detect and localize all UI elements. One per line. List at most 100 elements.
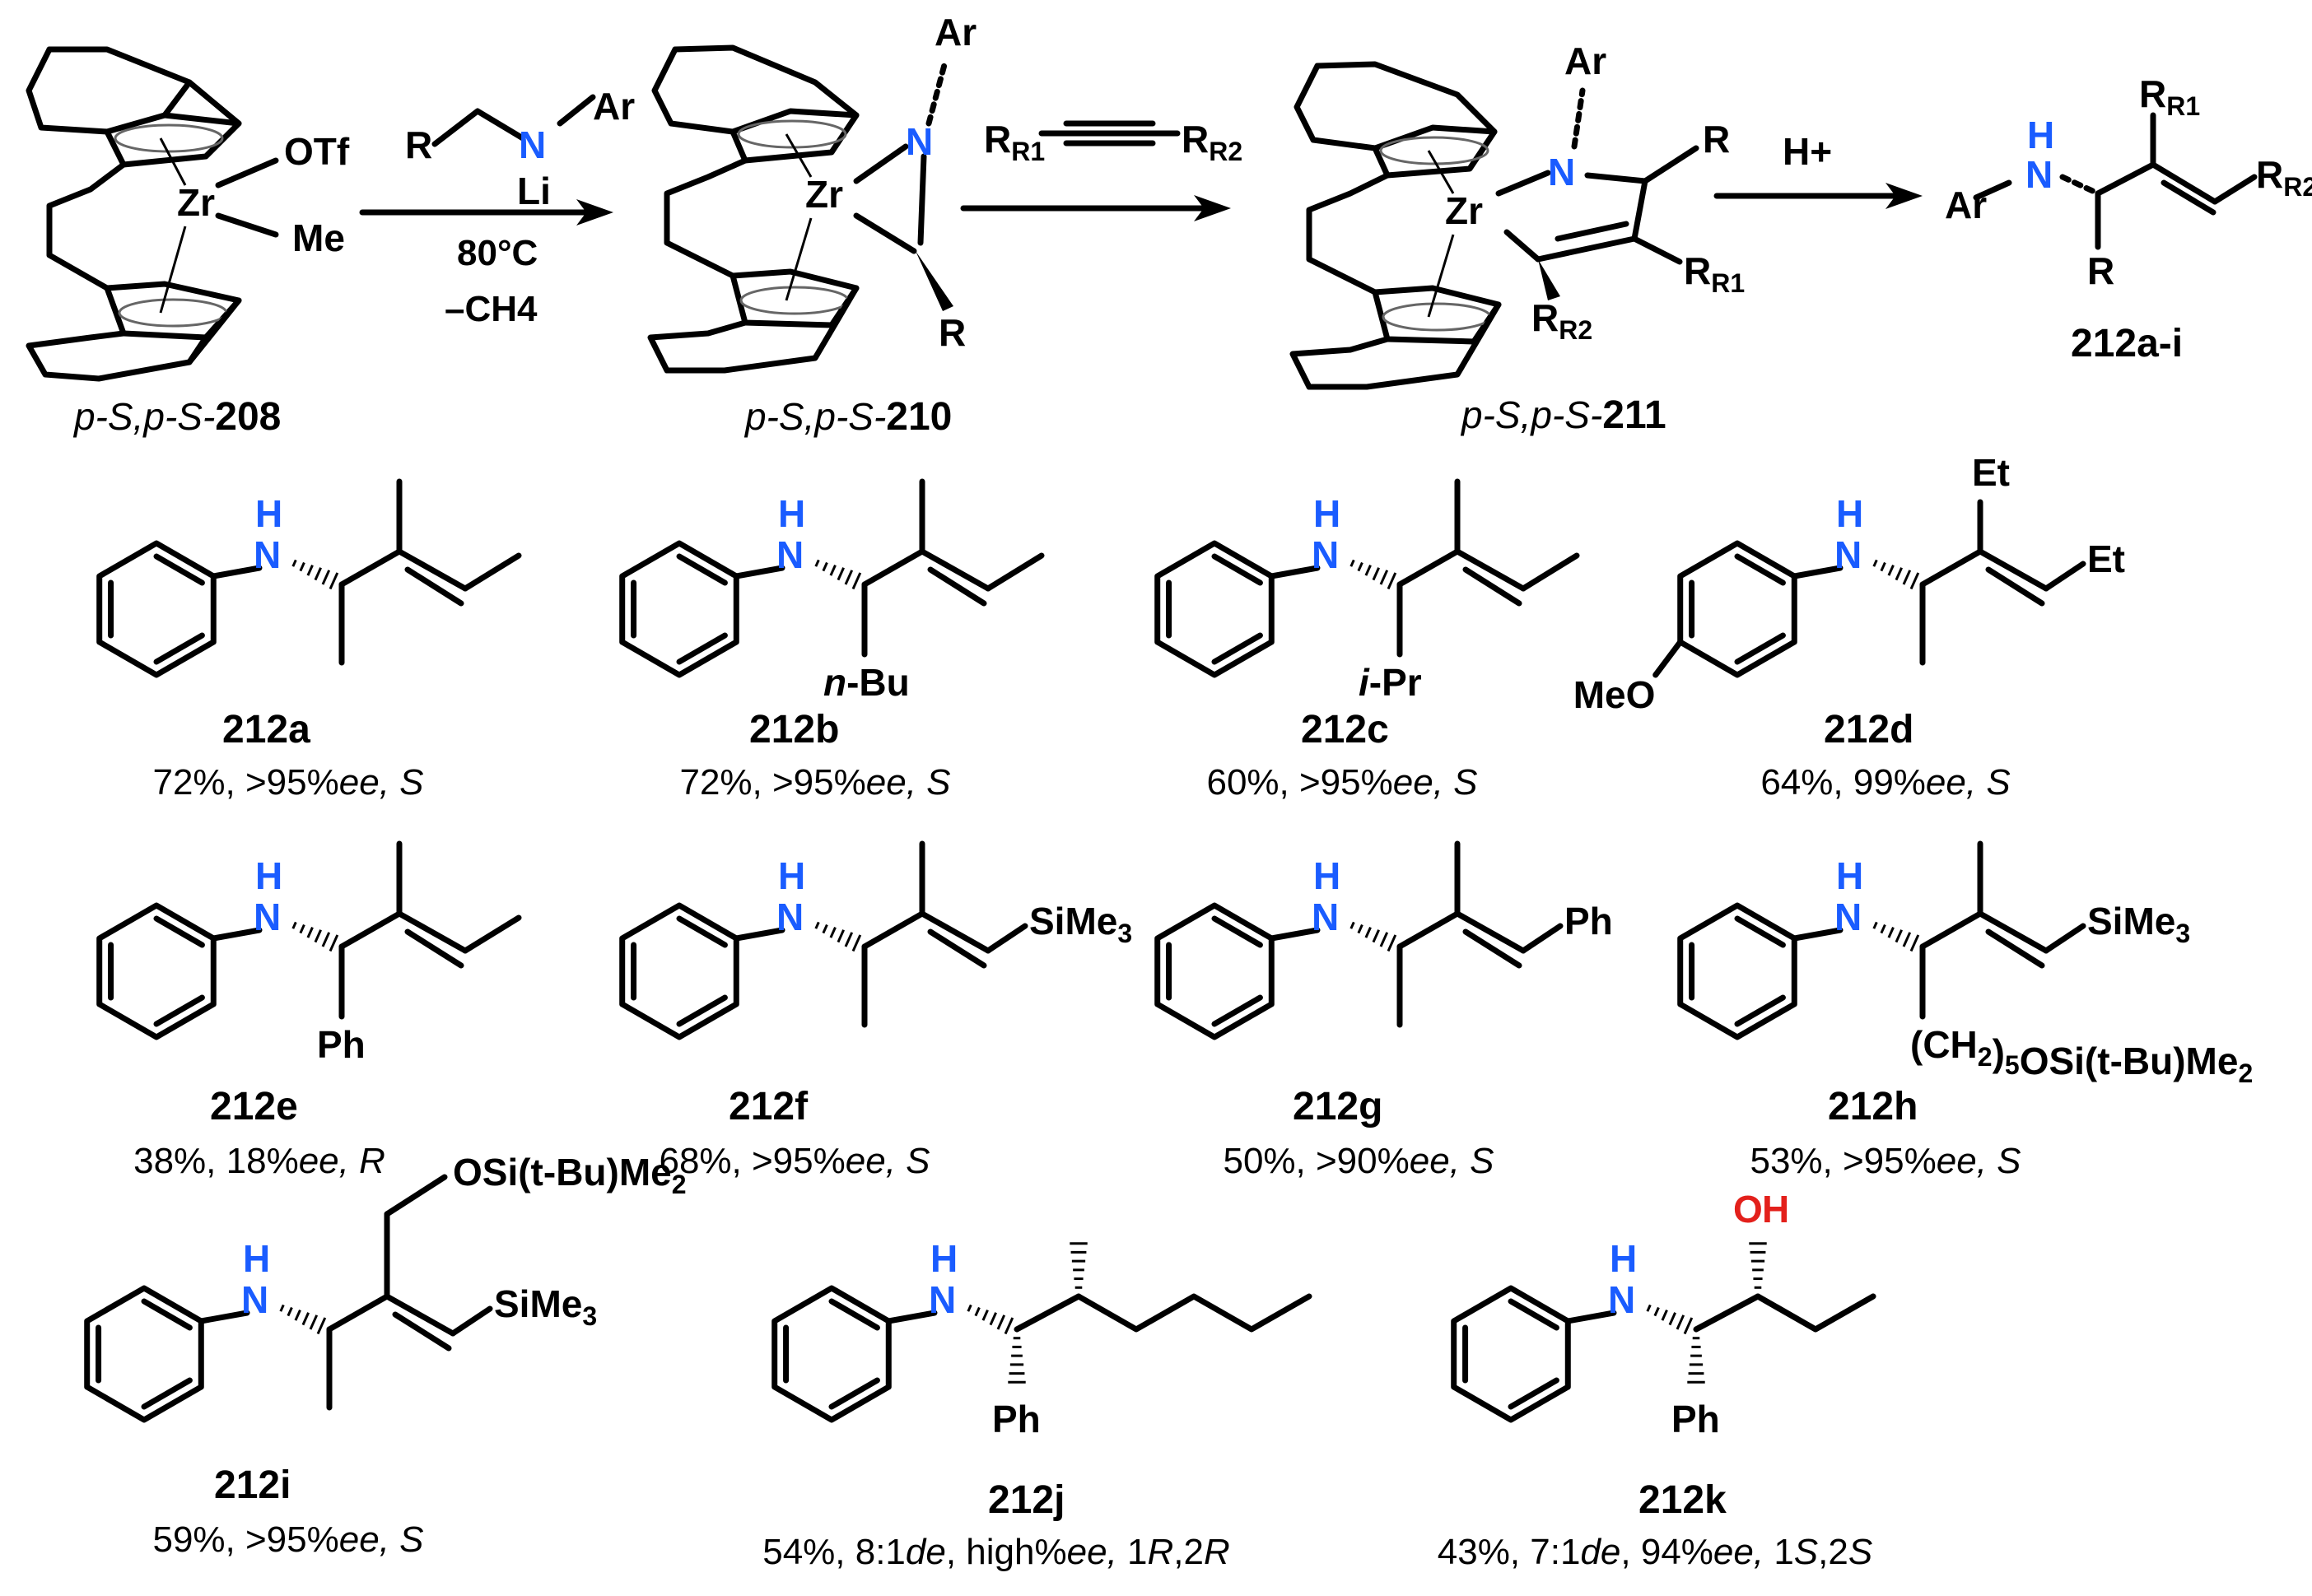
zr-atom-208: Zr bbox=[177, 181, 215, 224]
phenyl-substituent: Ph bbox=[992, 1398, 1041, 1440]
nh-nitrogen: N bbox=[254, 896, 281, 938]
reagent-208: Zr OTf Me p-S,p-S-208 bbox=[26, 46, 350, 439]
general-ar: Ar bbox=[1945, 184, 1987, 226]
nh-nitrogen: N bbox=[929, 1278, 956, 1321]
alkyne-r1: RR1 bbox=[984, 118, 1045, 166]
nh-nitrogen: N bbox=[776, 533, 804, 576]
otf-group: OTf bbox=[284, 130, 350, 173]
compound-results: 43%, 7:1de, 94%ee, 1S,2S bbox=[1438, 1532, 1872, 1572]
n-atom-210: N bbox=[906, 120, 933, 163]
amide-n: N bbox=[519, 123, 546, 166]
compound-results: 50%, >90%ee, S bbox=[1223, 1141, 1494, 1181]
label-208-prefix: p-S,p-S-208 bbox=[72, 395, 281, 439]
complex-210: Zr N Ar R p-S,p-S-210 bbox=[647, 11, 977, 439]
r1-substituent: OSi(t-Bu)Me2 bbox=[453, 1151, 687, 1199]
product-212b: HNn-Bu bbox=[619, 478, 1045, 704]
nh-hydrogen: H bbox=[1610, 1237, 1637, 1280]
nh-hydrogen: H bbox=[1836, 854, 1863, 897]
nh-nitrogen: N bbox=[1312, 533, 1339, 576]
nh-hydrogen: H bbox=[1836, 492, 1863, 535]
nh-hydrogen: H bbox=[778, 492, 805, 535]
condition-temperature: 80°C bbox=[457, 233, 538, 273]
arrow-3: H+ bbox=[1713, 130, 1923, 209]
amide-li: Li bbox=[517, 170, 551, 212]
compound-results: 72%, >95%ee, S bbox=[679, 762, 950, 803]
ar-group-210: Ar bbox=[935, 11, 977, 54]
compound-label: 212b bbox=[749, 708, 839, 751]
amide-r: R bbox=[405, 123, 432, 166]
zr-atom-210: Zr bbox=[805, 173, 843, 216]
compound-results: 38%, 18%ee, R bbox=[133, 1141, 385, 1181]
r2-group-211: RR2 bbox=[1531, 296, 1592, 345]
amide-ar: Ar bbox=[593, 85, 635, 128]
ethyl-1: Et bbox=[1972, 451, 2010, 494]
phenyl-substituent: Ph bbox=[1671, 1398, 1720, 1440]
general-r: R bbox=[2087, 249, 2114, 292]
general-n: N bbox=[2025, 153, 2053, 196]
condition-methane-loss: –CH4 bbox=[445, 289, 538, 329]
r-group-210: R bbox=[939, 311, 966, 354]
compound-results: 59%, >95%ee, S bbox=[152, 1519, 423, 1560]
compound-results: 64%, 99%ee, S bbox=[1760, 762, 2010, 803]
nh-hydrogen: H bbox=[930, 1237, 958, 1280]
nh-hydrogen: H bbox=[255, 854, 282, 897]
r1-group-211: RR1 bbox=[1684, 249, 1745, 298]
compound-label: 212a bbox=[222, 708, 310, 751]
nh-nitrogen: N bbox=[1608, 1278, 1635, 1321]
r2-substituent: SiMe3 bbox=[494, 1282, 597, 1331]
r-group-211: R bbox=[1703, 118, 1730, 161]
compound-results: 60%, >95%ee, S bbox=[1206, 762, 1477, 803]
r-substituent: Ph bbox=[317, 1023, 366, 1066]
nh-nitrogen: N bbox=[254, 533, 281, 576]
product-212a: HN bbox=[96, 478, 522, 678]
nh-nitrogen: N bbox=[1834, 896, 1862, 938]
label-212a-i: 212a-i bbox=[2071, 322, 2183, 365]
r-substituent: (CH2)5OSi(t-Bu)Me2 bbox=[1910, 1023, 2253, 1088]
ar-group-211: Ar bbox=[1564, 40, 1606, 82]
r2-substituent: Et bbox=[2087, 537, 2125, 580]
compound-label: 212i bbox=[214, 1463, 291, 1507]
compound-label: 212c bbox=[1301, 708, 1389, 751]
complex-211: Zr N Ar R RR1 RR2 p-S,p-S-211 bbox=[1289, 40, 1745, 437]
nh-hydrogen: H bbox=[255, 492, 282, 535]
nh-hydrogen: H bbox=[243, 1237, 270, 1280]
compound-results: 68%, >95%ee, S bbox=[659, 1141, 930, 1181]
nh-nitrogen: N bbox=[776, 896, 804, 938]
compound-results: 53%, >95%ee, S bbox=[1750, 1141, 2021, 1181]
r2-substituent: Ph bbox=[1564, 900, 1613, 942]
compound-label: 212f bbox=[729, 1085, 809, 1128]
alkyne-reagent: RR1 RR2 bbox=[984, 118, 1242, 166]
r-substituent: n-Bu bbox=[823, 661, 910, 704]
nh-nitrogen: N bbox=[1312, 896, 1339, 938]
label-211: p-S,p-S-211 bbox=[1460, 393, 1666, 437]
compound-label: 212h bbox=[1828, 1085, 1918, 1128]
product-212e: HN Ph bbox=[96, 840, 522, 1066]
product-212c: HNi-Pr bbox=[1154, 478, 1580, 704]
compound-results: 72%, >95%ee, S bbox=[152, 762, 423, 803]
arrow-2 bbox=[960, 195, 1231, 221]
compound-label: 212d bbox=[1824, 708, 1913, 751]
compound-label: 212g bbox=[1293, 1085, 1382, 1128]
general-r2: RR2 bbox=[2256, 153, 2312, 202]
compound-label: 212j bbox=[988, 1478, 1065, 1522]
product-general: H N Ar R RR1 RR2 212a-i bbox=[1945, 72, 2312, 365]
general-r1: RR1 bbox=[2139, 72, 2200, 121]
nh-hydrogen: H bbox=[1313, 492, 1340, 535]
hydroxyl-oxygen: O bbox=[1733, 1188, 1763, 1231]
general-h: H bbox=[2027, 114, 2054, 156]
label-210: p-S,p-S-210 bbox=[743, 395, 952, 439]
compound-label: 212k bbox=[1638, 1478, 1727, 1522]
r-substituent: i-Pr bbox=[1359, 661, 1422, 704]
compound-label: 212e bbox=[210, 1085, 298, 1128]
nh-nitrogen: N bbox=[241, 1278, 268, 1321]
product-212h: HN (CH2)5OSi(t-Bu)Me2 SiMe3 bbox=[1677, 840, 2253, 1088]
compound-results: 54%, 8:1de, high%ee, 1R,2R bbox=[762, 1532, 1230, 1572]
methyl-group: Me bbox=[292, 216, 345, 259]
r2-substituent: SiMe3 bbox=[2087, 900, 2190, 948]
